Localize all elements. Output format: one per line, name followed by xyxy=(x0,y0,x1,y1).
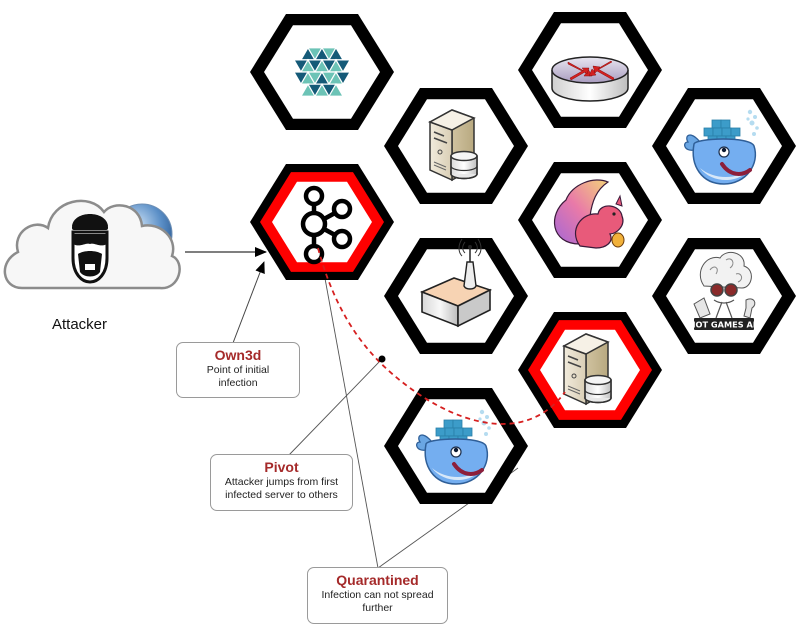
hex-riot[interactable]: RIOT GAMES API xyxy=(652,238,796,354)
callout-pivot-desc-line1: Attacker jumps from first xyxy=(224,476,339,488)
riot-games-api-label: RIOT GAMES API xyxy=(686,320,762,330)
callout-own3d-desc-line1: Point of initial xyxy=(206,364,270,376)
callout-own3d-desc-line2: infection xyxy=(218,377,258,389)
own3d-connector-line xyxy=(232,261,265,344)
hex-flink[interactable] xyxy=(518,162,662,278)
quarantined-connector-line-1 xyxy=(321,261,379,569)
hacker-mask-icon xyxy=(71,214,109,284)
callout-own3d: Own3d Point of initial infection xyxy=(176,342,300,398)
attacker-group xyxy=(3,199,181,290)
callout-pivot-title: Pivot xyxy=(264,459,299,475)
flink-squirrel-icon xyxy=(553,179,625,249)
hex-kafka[interactable] xyxy=(250,164,394,280)
hex-server-1[interactable] xyxy=(384,88,528,204)
pivot-path xyxy=(317,247,566,425)
callout-quarantined: Quarantined Infection can not spread fur… xyxy=(307,567,448,624)
pivot-connector-line xyxy=(288,358,383,456)
hex-docker-1[interactable] xyxy=(652,88,796,204)
hex-access-point[interactable] xyxy=(384,238,528,354)
triangle-mesh-logo xyxy=(292,46,352,98)
callout-quarantined-title: Quarantined xyxy=(336,572,419,588)
hex-server-infected[interactable] xyxy=(518,312,662,428)
server-database-icon xyxy=(563,333,612,405)
attacker-label: Attacker xyxy=(52,316,108,333)
wireless-access-point-icon xyxy=(419,238,493,328)
callout-quarantined-desc-line1: Infection can not spread xyxy=(321,589,434,601)
pivot-anchor-dot xyxy=(378,355,386,363)
hex-router[interactable] xyxy=(518,12,662,128)
hex-docker-2[interactable] xyxy=(384,388,528,504)
callout-own3d-title: Own3d xyxy=(214,347,262,363)
callout-pivot-desc-line2: infected server to others xyxy=(225,489,338,501)
riot-games-api-icon: RIOT GAMES API xyxy=(686,251,762,330)
server-database-icon xyxy=(429,109,478,181)
hex-mesh-logo[interactable] xyxy=(250,14,394,130)
callout-pivot: Pivot Attacker jumps from first infected… xyxy=(210,454,353,511)
callout-quarantined-desc-line2: further xyxy=(362,602,393,614)
router-icon xyxy=(551,56,629,102)
